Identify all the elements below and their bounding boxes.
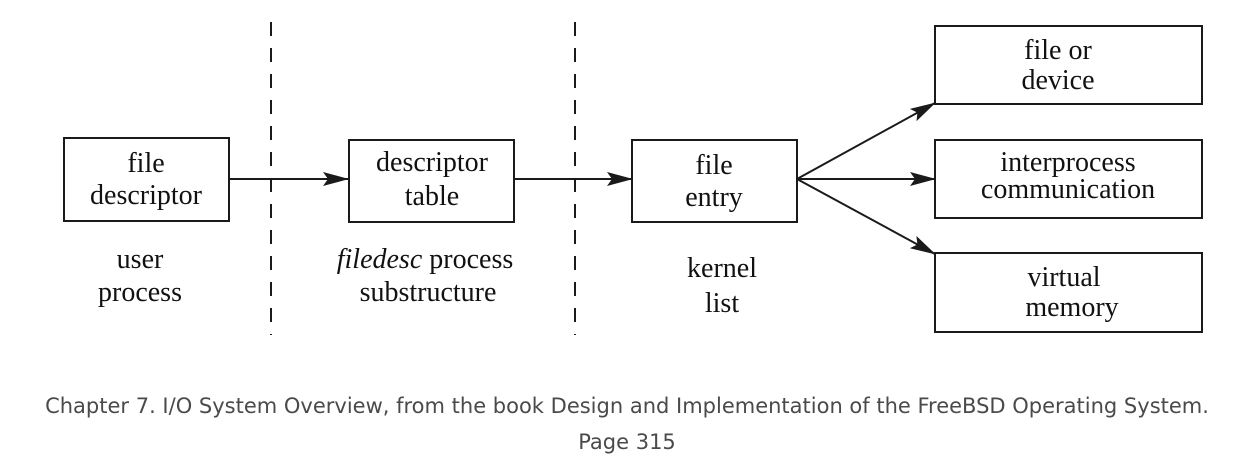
file-or-device-box: file or device — [934, 25, 1203, 105]
figure-caption: Chapter 7. I/O System Overview, from the… — [0, 388, 1254, 460]
caption-line2: Page 315 — [578, 430, 676, 454]
arrow-entry-to-memory — [796, 178, 936, 255]
virtual-memory-label-line1: virtual — [1027, 262, 1100, 293]
file-entry-box: file entry — [631, 139, 798, 223]
descriptor-table-label-line1: descriptor — [376, 147, 489, 178]
filedesc-line2: substructure — [360, 277, 497, 308]
file-entry-label-line2: entry — [685, 182, 743, 213]
file-descriptor-label-line1: file — [127, 148, 164, 179]
kernel-list-line2: list — [705, 288, 739, 319]
user-process-label: user process — [98, 244, 182, 308]
descriptor-table-label-line2: table — [405, 181, 459, 212]
file-descriptor-box: file descriptor — [63, 137, 230, 222]
interprocess-communication-box: interprocess communication — [934, 139, 1203, 219]
kernel-list-line1: kernel — [687, 253, 757, 284]
filedesc-rest: process — [422, 244, 513, 275]
file-or-device-label-line2: device — [1021, 65, 1094, 96]
user-process-line1: user — [117, 244, 164, 275]
arrow-entry-to-device — [796, 102, 936, 180]
io-system-diagram: file descriptor descriptor table file en… — [63, 22, 1203, 335]
ipc-label-line2: communication — [981, 174, 1155, 205]
caption-line1: Chapter 7. I/O System Overview, from the… — [45, 394, 1209, 418]
descriptor-table-box: descriptor table — [348, 139, 515, 223]
filedesc-italic: filedesc — [337, 244, 423, 275]
file-entry-label-line1: file — [695, 150, 732, 181]
virtual-memory-box: virtual memory — [934, 252, 1203, 333]
user-process-line2: process — [98, 277, 182, 308]
file-descriptor-label-line2: descriptor — [90, 180, 203, 211]
filedesc-substructure-label: filedesc process substructure — [337, 244, 514, 308]
ipc-label-line1: interprocess — [1000, 147, 1135, 178]
virtual-memory-label-line2: memory — [1025, 292, 1118, 323]
filedesc-line1: filedesc process — [337, 244, 514, 275]
kernel-list-label: kernel list — [687, 253, 757, 319]
file-or-device-label-line1: file or — [1024, 35, 1092, 66]
